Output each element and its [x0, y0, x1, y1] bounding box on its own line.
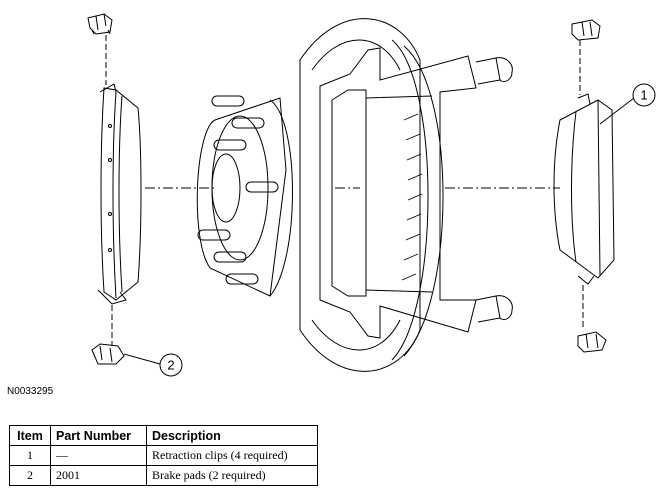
table-header-row: Item Part Number Description: [9, 425, 318, 446]
callout-leaders: [123, 97, 635, 365]
header-description: Description: [146, 425, 318, 446]
brake-pad-right: [553, 93, 615, 285]
brake-rotor: [299, 18, 444, 372]
header-item: Item: [9, 425, 51, 446]
callout-1: 1: [632, 83, 656, 107]
retraction-clip-bottom-left: [91, 343, 125, 365]
callout-1-label: 1: [640, 88, 647, 103]
row-description: Brake pads (2 required): [146, 465, 318, 486]
callout-2-label: 2: [167, 358, 174, 373]
caliper-bracket: [319, 47, 513, 339]
header-part-number: Part Number: [50, 425, 147, 446]
row-item: 2: [9, 465, 51, 486]
row-item: 1: [9, 445, 51, 466]
row-part-number: —: [50, 445, 147, 466]
row-part-number: 2001: [50, 465, 147, 486]
table-row: 2 2001 Brake pads (2 required): [9, 465, 318, 486]
figure-id: N0033295: [7, 386, 54, 397]
retraction-clip-top-left: [87, 13, 113, 35]
row-description: Retraction clips (4 required): [146, 445, 318, 466]
callout-2: 2: [159, 353, 183, 377]
table-row: 1 — Retraction clips (4 required): [9, 445, 318, 466]
alignment-lines: [105, 35, 584, 345]
retraction-clip-top-right: [571, 19, 601, 41]
parts-table: Item Part Number Description 1 — Retract…: [9, 425, 318, 486]
wheel-hub: [196, 95, 293, 297]
retraction-clip-bottom-right: [577, 331, 607, 353]
brake-pad-left: [97, 83, 142, 305]
